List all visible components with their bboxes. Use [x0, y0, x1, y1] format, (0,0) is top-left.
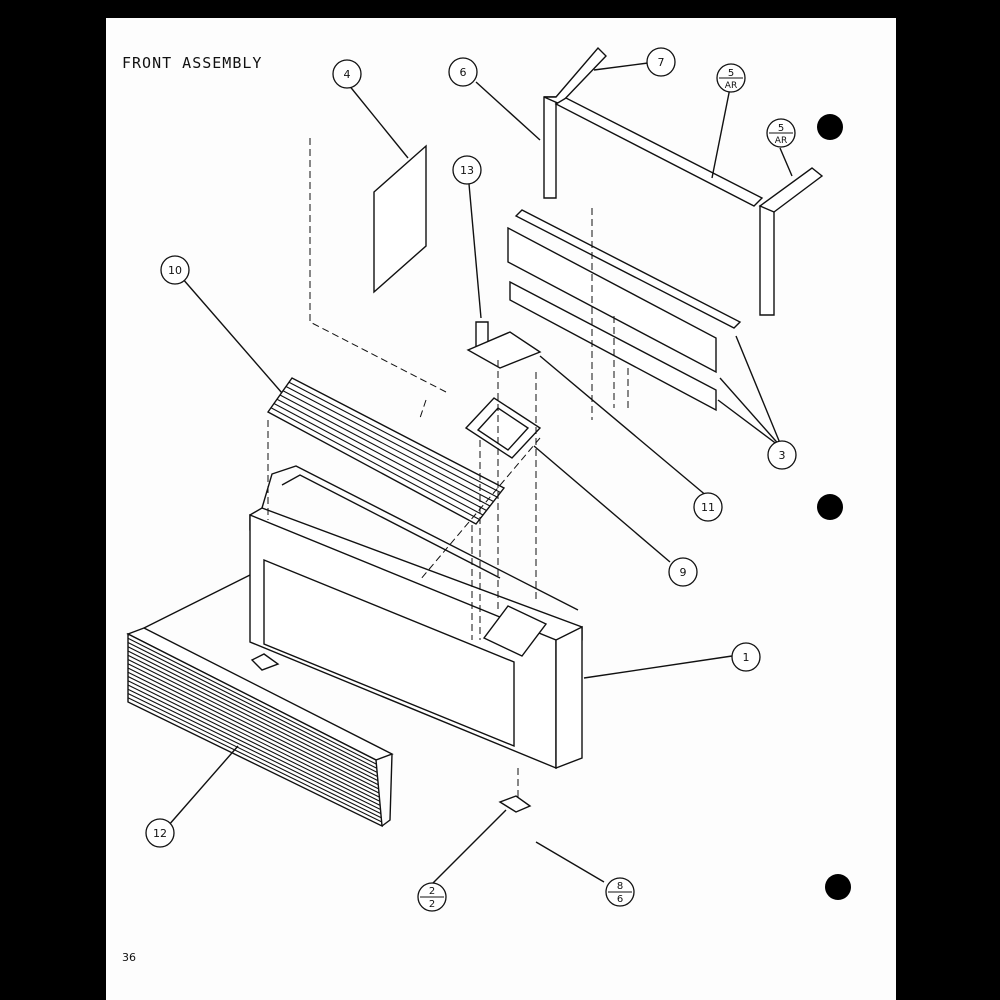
- grille-louver: [127, 688, 382, 815]
- svg-text:13: 13: [460, 164, 474, 177]
- grille-louver: [127, 693, 382, 819]
- svg-text:6: 6: [460, 66, 467, 79]
- front-grille-part-12: [126, 574, 394, 828]
- svg-text:1: 1: [743, 651, 750, 664]
- svg-text:7: 7: [658, 56, 665, 69]
- grille-louver: [127, 637, 377, 765]
- grille-bar: [276, 398, 487, 511]
- svg-text:5: 5: [778, 123, 784, 134]
- cover-plate-part-11: [466, 331, 542, 369]
- callout-2-2: 2 2: [417, 882, 447, 912]
- callout-10: 10: [160, 255, 190, 285]
- callout-1: 1: [731, 642, 761, 672]
- drawing-sheet: [106, 18, 896, 1000]
- svg-text:5: 5: [728, 68, 734, 79]
- grille-louver: [127, 659, 379, 786]
- grille-louver: [127, 671, 380, 798]
- grille-bar: [273, 403, 484, 516]
- callout-leaders: [167, 62, 793, 885]
- grille-bar: [279, 394, 491, 507]
- callout-5-ar-top: 5 AR: [716, 63, 746, 93]
- grille-bar: [282, 390, 494, 502]
- grille-louver: [127, 646, 378, 773]
- grille-louver: [127, 697, 382, 823]
- callout-7: 7: [646, 47, 676, 77]
- svg-text:3: 3: [779, 449, 786, 462]
- page-number: 36: [122, 951, 136, 964]
- grille-bar: [285, 386, 498, 498]
- assembly-projection-lines: [267, 138, 629, 800]
- callout-5-ar-right: 5 AR: [766, 118, 796, 148]
- svg-text:2: 2: [429, 886, 435, 897]
- diagram-title: FRONT ASSEMBLY: [122, 54, 263, 72]
- svg-text:6: 6: [617, 894, 623, 905]
- callout-9: 9: [668, 557, 698, 587]
- grille-louver: [127, 684, 381, 810]
- svg-text:8: 8: [617, 881, 623, 892]
- svg-text:AR: AR: [725, 81, 737, 91]
- cabinet-part-1: [249, 465, 583, 770]
- svg-text:2: 2: [429, 899, 435, 910]
- callout-13: 13: [452, 155, 482, 185]
- svg-text:12: 12: [153, 827, 167, 840]
- side-panel-part-4: [373, 144, 427, 294]
- front-panels-part-3: [507, 209, 742, 412]
- grille-louver: [127, 667, 380, 794]
- svg-text:AR: AR: [775, 136, 787, 146]
- front-frame-part-6-7: [543, 46, 824, 316]
- callout-3: 3: [767, 440, 797, 470]
- grille-louver: [127, 680, 381, 806]
- bracket-part-2: [250, 653, 532, 813]
- callout-8-6: 8 6: [605, 877, 635, 907]
- grille-bar: [288, 381, 501, 493]
- grille-louver: [127, 654, 379, 782]
- top-grille-part-10: [266, 377, 506, 525]
- callout-11: 11: [693, 492, 723, 522]
- frame-part-9: [464, 397, 542, 459]
- svg-text:9: 9: [680, 566, 687, 579]
- grille-bar: [270, 407, 480, 520]
- callout-4: 4: [332, 59, 362, 89]
- callout-6: 6: [448, 57, 478, 87]
- callout-12: 12: [145, 818, 175, 848]
- svg-text:4: 4: [344, 68, 351, 81]
- grille-louver: [127, 676, 380, 802]
- grille-louver: [127, 663, 379, 790]
- svg-text:11: 11: [701, 501, 715, 514]
- grille-louver: [127, 650, 378, 777]
- binder-holes: [817, 114, 851, 900]
- svg-text:10: 10: [168, 264, 182, 277]
- grille-louver: [127, 642, 377, 769]
